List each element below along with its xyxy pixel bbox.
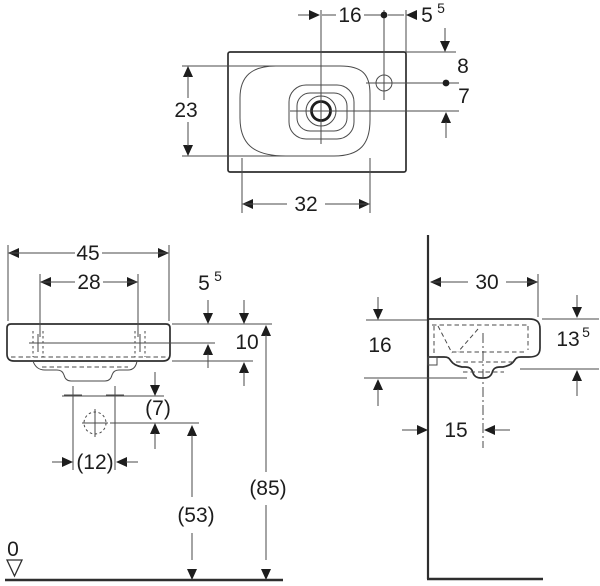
- dim-top-5-5: 5 5: [388, 0, 445, 27]
- bowl-outline: [239, 65, 371, 157]
- dim-label-front-45: 45: [76, 242, 99, 265]
- dim-label-top-5-5: 5: [421, 4, 433, 27]
- dim-label-side-13-5: 13: [556, 328, 579, 351]
- dim-label-top-8: 8: [457, 55, 469, 78]
- datum-triangle-icon: [5, 559, 24, 578]
- dim-top-8: 8: [440, 28, 469, 87]
- dim-front-45: 45: [7, 242, 170, 321]
- dim-label-front-5-5: 5: [198, 272, 210, 295]
- dim-label-front-10: 10: [235, 331, 258, 354]
- dim-label-front-5-5-sup: 5: [214, 268, 222, 284]
- dim-front-10: 10: [235, 300, 259, 386]
- dim-side-15: 15: [402, 419, 510, 442]
- dim-top-7: 7: [441, 85, 470, 138]
- dim-front-5-5: 5 5: [198, 268, 222, 368]
- dim-label-front-28: 28: [77, 271, 100, 294]
- dim-label-top-32: 32: [294, 193, 317, 216]
- dim-label-top-16: 16: [338, 4, 361, 27]
- datum-zero: 0: [5, 538, 24, 578]
- dim-label-side-16: 16: [368, 334, 391, 357]
- dim-label-top-7: 7: [458, 85, 470, 108]
- dim-label-front-12: (12): [76, 451, 113, 474]
- dim-top-16: 16: [298, 4, 388, 27]
- dim-front-12: (12): [52, 451, 138, 474]
- drain-outlet-symbol: [82, 409, 108, 437]
- supply-connection-left: [64, 386, 82, 470]
- side-view: 30 16 13 5 15: [364, 235, 599, 581]
- dim-label-front-7: (7): [145, 397, 171, 420]
- dim-label-side-30: 30: [475, 271, 498, 294]
- fixing-hole-right: [131, 331, 149, 357]
- dim-label-top-5-5-sup: 5: [437, 0, 445, 16]
- datum-label: 0: [7, 538, 19, 561]
- top-view: 16 5 5 8 7 23: [174, 0, 470, 216]
- dim-top-32: 32: [241, 158, 371, 216]
- front-view: 45 28 5 5 10: [5, 242, 287, 582]
- dim-side-30: 30: [430, 271, 539, 317]
- overflow-tab: [427, 356, 438, 366]
- fixing-hole-left: [29, 331, 47, 357]
- basin-side-outline: [427, 318, 541, 379]
- dim-label-top-23: 23: [174, 99, 197, 122]
- basin-outer-outline: [227, 51, 407, 173]
- trap-front-outline: [32, 360, 138, 382]
- supply-connection-right: [106, 386, 124, 470]
- dim-front-7: (7): [145, 372, 171, 449]
- dim-side-16: 16: [368, 297, 392, 406]
- dim-front-28: 28: [39, 271, 139, 337]
- dim-label-front-85: (85): [249, 477, 286, 500]
- basin-front-outline: [6, 323, 171, 362]
- dim-label-side-13-5-sup: 5: [582, 324, 590, 340]
- dim-front-53: (53): [177, 425, 215, 580]
- bowl-hidden-lines: [432, 324, 529, 373]
- dim-side-13-5: 13 5: [556, 295, 590, 396]
- dim-label-side-15: 15: [444, 419, 467, 442]
- dim-label-front-53: (53): [177, 504, 214, 527]
- dim-front-85: (85): [249, 325, 287, 580]
- dim-top-23: 23: [174, 65, 302, 157]
